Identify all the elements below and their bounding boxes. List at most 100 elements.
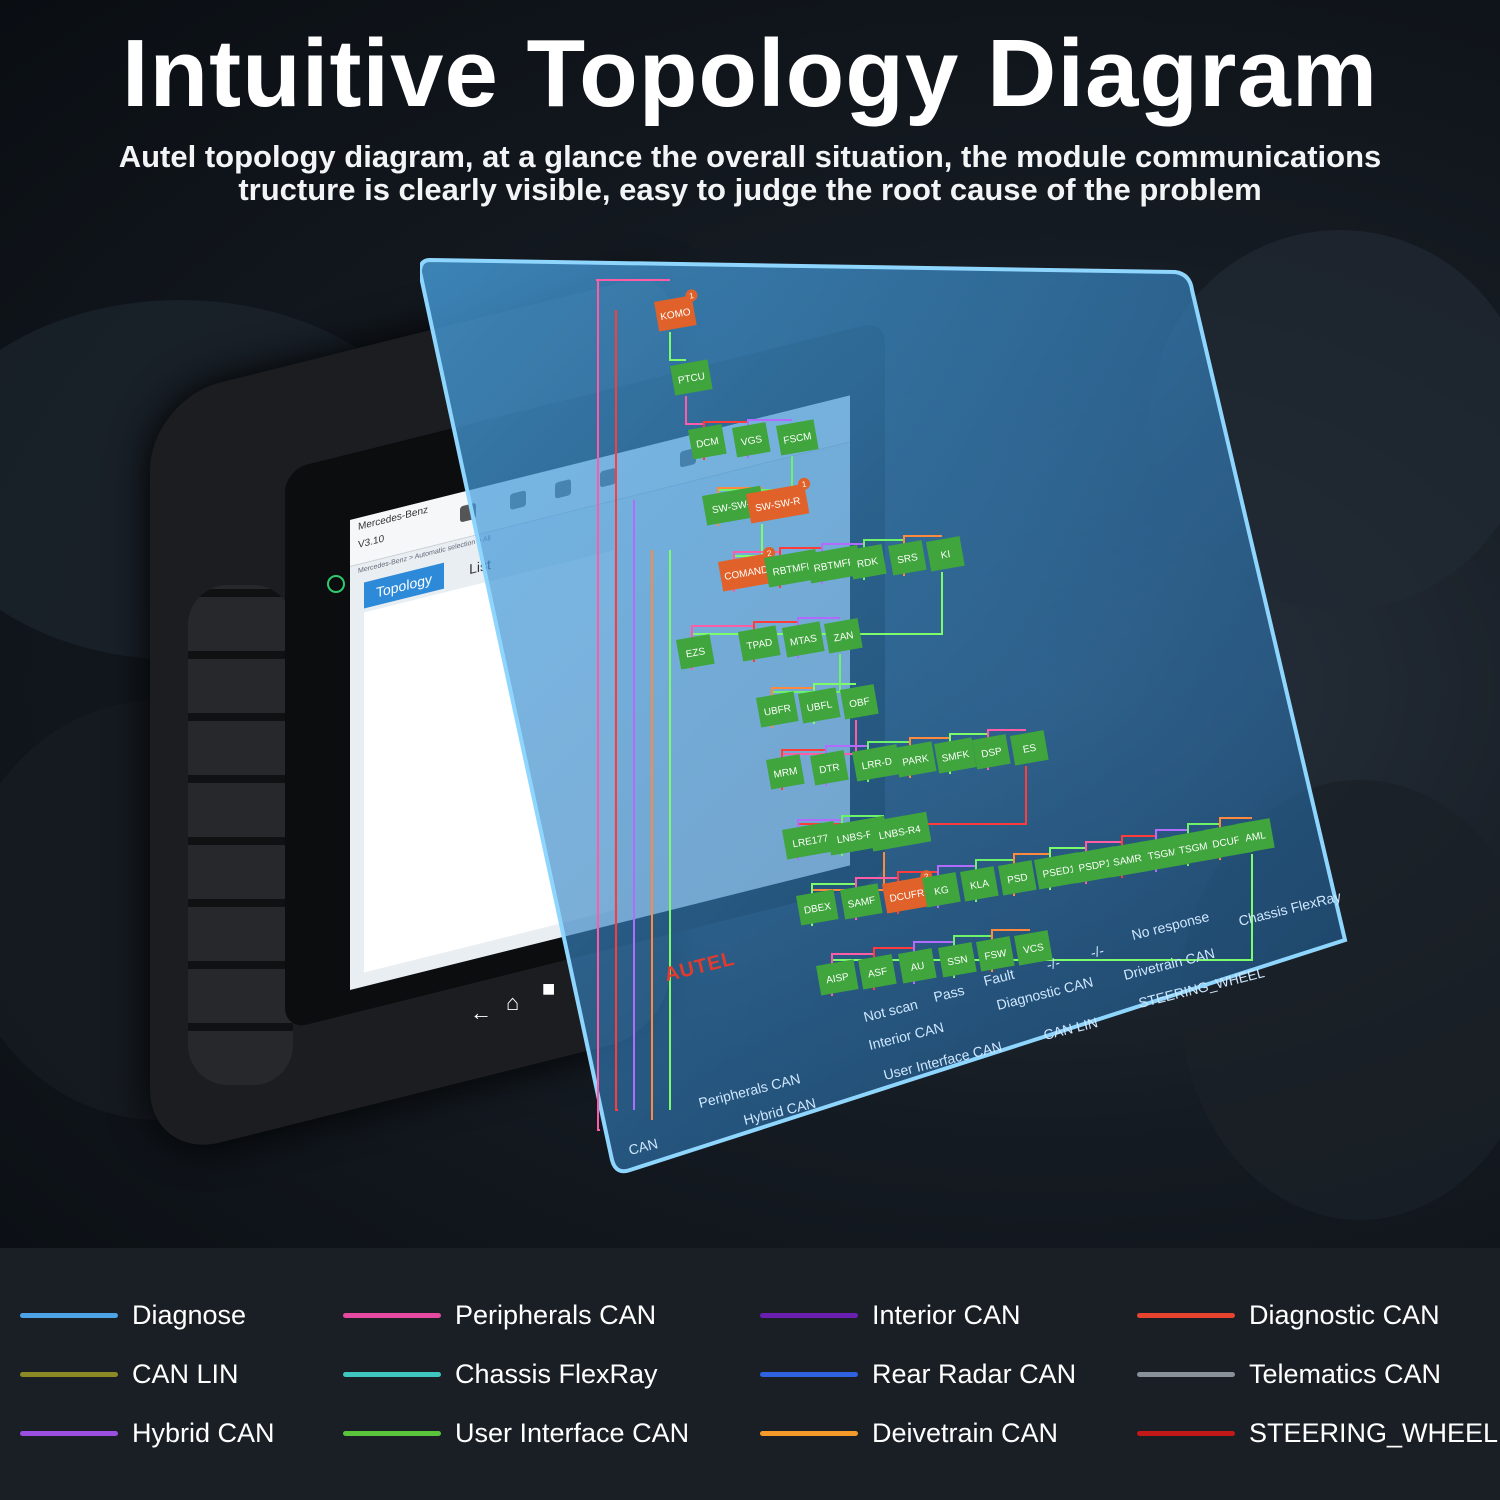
module-node[interactable]: SAMF	[840, 883, 883, 920]
module-label: AML	[1245, 830, 1268, 844]
module-box	[1010, 730, 1049, 766]
module-node[interactable]: KLA	[960, 866, 999, 902]
module-label: ZAN	[833, 630, 855, 644]
module-label: VCS	[1023, 942, 1045, 956]
module-box	[718, 552, 775, 592]
module-node[interactable]: MRM	[766, 754, 805, 790]
module-label: SMFK	[941, 749, 971, 765]
legend-label: Hybrid CAN	[132, 1418, 275, 1448]
module-box	[922, 872, 961, 908]
fault-count-badge	[763, 546, 776, 559]
module-label: DSP	[981, 746, 1003, 760]
module-box	[882, 876, 932, 914]
module-node[interactable]: PSD	[998, 860, 1037, 896]
module-box	[998, 860, 1037, 896]
module-node[interactable]: FSCM	[776, 419, 819, 456]
recent-apps-icon[interactable]: ■	[542, 976, 556, 1001]
module-box	[782, 621, 825, 658]
module-node[interactable]: LRE177	[782, 820, 839, 860]
module-label: UBFR	[763, 703, 792, 719]
module-node[interactable]: SMFK	[934, 737, 977, 774]
module-node[interactable]: VGS	[732, 422, 771, 458]
module-label: FSW	[984, 948, 1008, 963]
module-node[interactable]: VCS	[1014, 930, 1053, 966]
legend-swatch	[1137, 1313, 1235, 1318]
module-node[interactable]: LRR-D	[852, 744, 902, 782]
module-box	[816, 959, 859, 996]
module-node[interactable]: UBFL	[798, 687, 841, 724]
power-icon[interactable]	[327, 575, 345, 593]
legend-swatch	[343, 1372, 441, 1377]
module-label: DCM	[695, 436, 719, 451]
module-node[interactable]: UBFR	[756, 691, 799, 728]
module-node[interactable]: RDK	[848, 544, 887, 580]
module-node[interactable]: KI	[926, 536, 965, 572]
module-node[interactable]: ASF	[858, 954, 897, 990]
module-node[interactable]: TPAD	[738, 625, 781, 662]
module-box	[934, 737, 977, 774]
diagram-legend-label: CAN	[627, 1135, 660, 1158]
module-node[interactable]: AML	[1236, 818, 1275, 854]
module-node[interactable]: SW-SW-R1	[745, 477, 815, 524]
module-label: MRM	[773, 766, 798, 781]
module-node[interactable]: ES	[1010, 730, 1049, 766]
module-node[interactable]: EZS	[676, 634, 715, 670]
module-box	[894, 741, 937, 778]
module-node[interactable]: ZAN	[824, 618, 863, 654]
module-node[interactable]: MTAS	[782, 621, 825, 658]
legend-label: Deivetrain CAN	[872, 1418, 1059, 1448]
bus-wire	[615, 310, 618, 1111]
module-label: DTR	[819, 762, 841, 776]
module-node[interactable]: FSW	[976, 936, 1015, 972]
module-node[interactable]: SSN	[938, 942, 977, 978]
module-label: SRS	[897, 552, 919, 566]
fault-count: 1	[801, 479, 807, 489]
module-node[interactable]: LNBS-R4	[868, 811, 932, 852]
bus-wire	[772, 654, 841, 693]
module-label: UBFL	[806, 699, 834, 714]
module-node[interactable]: KG	[922, 872, 961, 908]
legend-label: Chassis FlexRay	[455, 1359, 658, 1389]
bus-wire	[669, 332, 686, 361]
module-node[interactable]: DBEX	[796, 889, 839, 926]
module-box	[840, 684, 879, 720]
module-node[interactable]: SRS	[888, 540, 927, 576]
legend-swatch	[20, 1431, 118, 1436]
module-box	[776, 419, 819, 456]
module-node[interactable]: PSDP1	[1070, 846, 1120, 884]
module-node[interactable]: PSED1	[1034, 852, 1084, 890]
module-node[interactable]: RBTMFL	[764, 548, 821, 588]
legend-label: STEERING_WHEEL	[1249, 1418, 1499, 1448]
module-box	[756, 691, 799, 728]
module-node[interactable]: DCM	[688, 424, 727, 460]
module-node[interactable]: OBF	[840, 684, 879, 720]
module-node[interactable]: RBTMFR	[806, 544, 863, 584]
fault-count: 2	[923, 872, 929, 882]
module-node[interactable]: AISP	[816, 959, 859, 996]
legend-swatch	[343, 1431, 441, 1436]
diagram-legend-label: -/-	[1045, 954, 1062, 973]
module-node[interactable]: DSP	[972, 734, 1011, 770]
module-label: FSCM	[783, 431, 813, 447]
module-label: PTCU	[677, 371, 706, 387]
module-node[interactable]: PTCU	[670, 359, 713, 396]
module-node[interactable]: DTR	[810, 750, 849, 786]
home-nav-icon[interactable]: ⌂	[506, 990, 520, 1015]
legend-swatch	[20, 1372, 118, 1377]
legend-label: Peripherals CAN	[455, 1300, 657, 1330]
module-node[interactable]: PARK	[894, 741, 937, 778]
module-box	[972, 734, 1011, 770]
module-node[interactable]: AU	[898, 948, 937, 984]
module-box	[898, 948, 937, 984]
module-box	[848, 544, 887, 580]
module-label: KG	[934, 885, 950, 898]
module-box	[782, 820, 839, 860]
back-icon[interactable]: ←	[470, 1000, 492, 1025]
legend-swatch	[1137, 1372, 1235, 1377]
module-node[interactable]: SAMR	[1106, 841, 1149, 878]
module-box	[732, 422, 771, 458]
